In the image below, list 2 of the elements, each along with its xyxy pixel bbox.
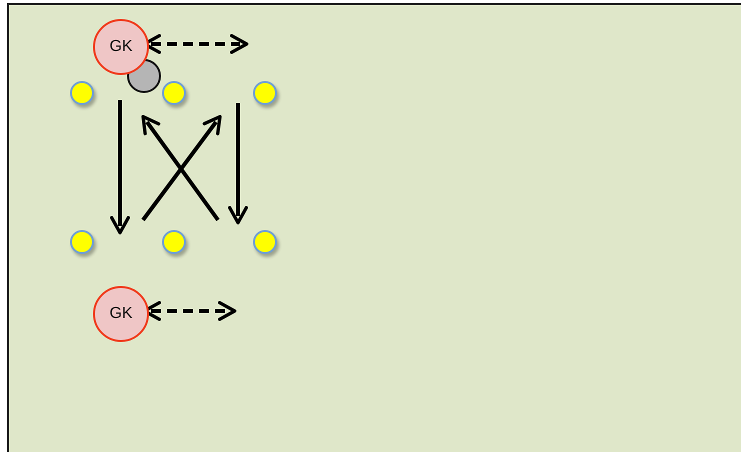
player-label: GK [109, 38, 133, 56]
player-label: GK [109, 305, 133, 323]
